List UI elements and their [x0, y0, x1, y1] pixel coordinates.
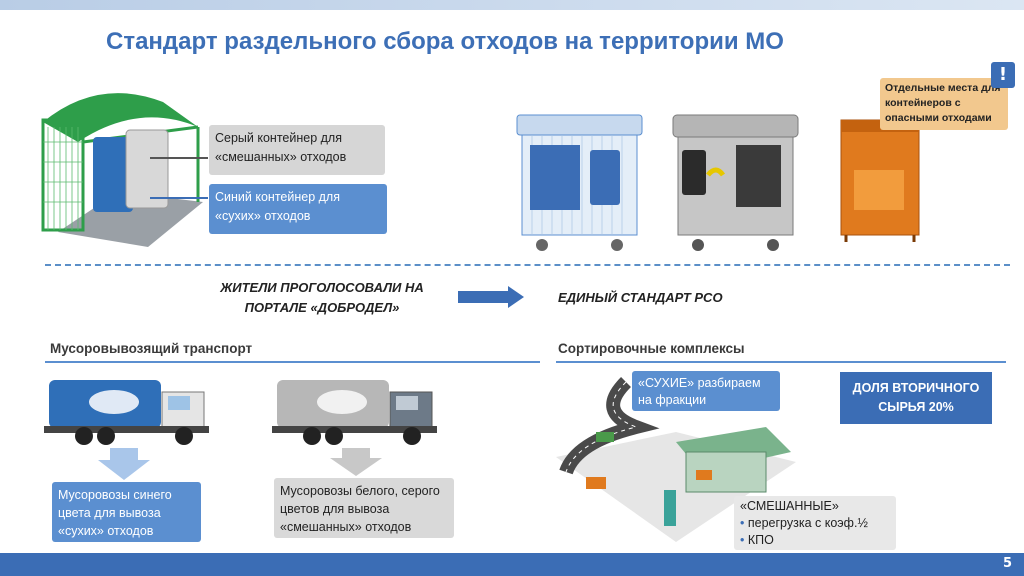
- blue-trucks-callout: Мусоровозы синего цвета для вывоза «сухи…: [52, 482, 201, 542]
- blue-container-callout: Синий контейнер для «сухих» отходов: [209, 184, 387, 234]
- mixed-waste-callout: «СМЕШАННЫЕ» • перегрузка с коэф.½ • КПО: [734, 496, 896, 550]
- blue-truck-image: [44, 380, 209, 445]
- vote-text: ЖИТЕЛИ ПРОГОЛОСОВАЛИ НА ПОРТАЛЕ «ДОБРОДЕ…: [220, 280, 424, 315]
- dry-waste-callout: «СУХИЕ» разбираем на фракции: [632, 371, 780, 411]
- mixed-item: • КПО: [740, 533, 774, 547]
- grey-container-image: [672, 114, 799, 251]
- standard-text: ЕДИНЫЙ СТАНДАРТ РСО: [558, 290, 723, 305]
- blue-down-arrow-icon: [98, 448, 150, 480]
- hazard-callout: Отдельные места для контейнеров с опасны…: [880, 78, 1008, 130]
- top-bar: [0, 0, 1024, 10]
- right-arrow-icon: [458, 286, 524, 308]
- sorting-underline: [556, 361, 1006, 363]
- page-title: Стандарт раздельного сбора отходов на те…: [106, 28, 784, 55]
- page-number: 5: [1002, 556, 1012, 571]
- footer-bar: [0, 553, 1024, 576]
- sorting-complex-image: [556, 377, 796, 542]
- pointer-arrows: [150, 157, 208, 199]
- mixed-title: «СМЕШАННЫЕ»: [740, 499, 839, 513]
- grey-trucks-callout: Мусоровозы белого, серого цветов для выв…: [274, 478, 454, 538]
- section-divider: [45, 264, 1010, 266]
- mixed-item: • перегрузка с коэф.½: [740, 516, 868, 530]
- secondary-share-box: ДОЛЯ ВТОРИЧНОГО СЫРЬЯ 20%: [840, 372, 992, 424]
- blue-container-image: [516, 114, 643, 251]
- transport-heading: Мусоровывозящий транспорт: [50, 341, 253, 356]
- transport-underline: [45, 361, 540, 363]
- sorting-heading: Сортировочные комплексы: [558, 341, 745, 356]
- warning-icon: !: [991, 62, 1015, 88]
- grey-container-callout: Серый контейнер для «смешанных» отходов: [209, 125, 385, 175]
- grey-truck-image: [272, 380, 437, 445]
- container-shelter-image: [41, 93, 203, 247]
- grey-down-arrow-icon: [330, 448, 382, 476]
